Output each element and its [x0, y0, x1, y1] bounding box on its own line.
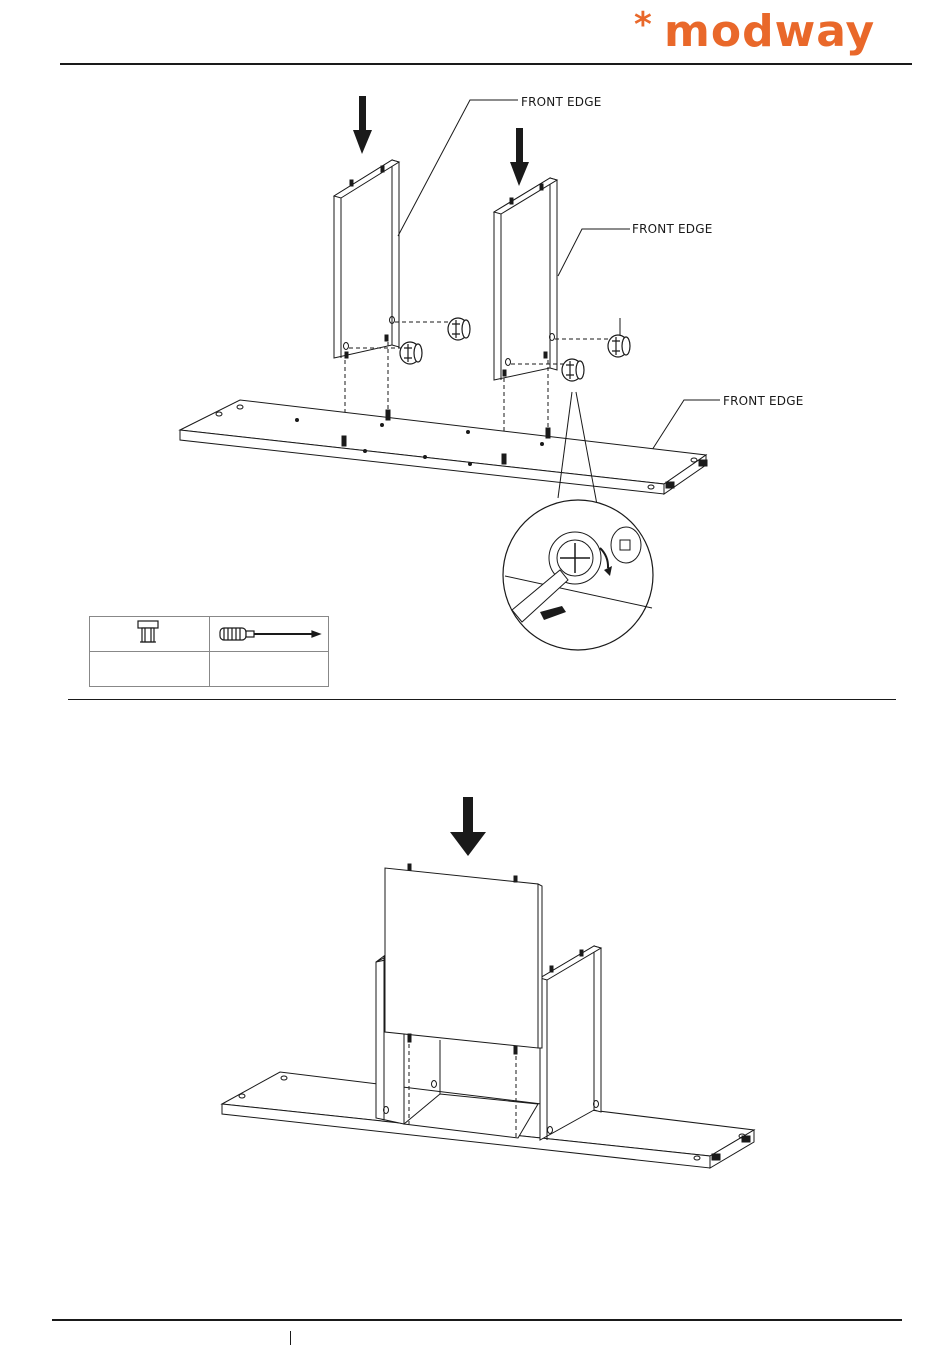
cam-lock-icon: [448, 318, 470, 340]
side-panel-right: [494, 178, 557, 380]
hardware-cell-cam-lock: [90, 617, 210, 652]
hardware-qty-cam-lock: [90, 652, 210, 687]
step-a-illustration: [180, 96, 720, 650]
zoom-detail: [503, 500, 653, 650]
side-panel-right: [540, 946, 601, 1140]
down-arrow-icon: [510, 128, 529, 186]
base-board: [180, 400, 707, 494]
side-panel-left: [334, 160, 399, 358]
cam-lock-icon: [400, 342, 422, 364]
down-arrow-icon: [450, 797, 486, 856]
step-b-illustration: [222, 797, 754, 1168]
back-panel: [385, 864, 542, 1054]
hardware-qty-screwdriver: [209, 652, 329, 687]
cam-lock-icon: [562, 359, 584, 381]
cam-lock-icon: [608, 335, 630, 357]
hardware-table: [89, 616, 329, 687]
down-arrow-icon: [353, 96, 372, 154]
hardware-cell-screwdriver: [209, 617, 329, 652]
